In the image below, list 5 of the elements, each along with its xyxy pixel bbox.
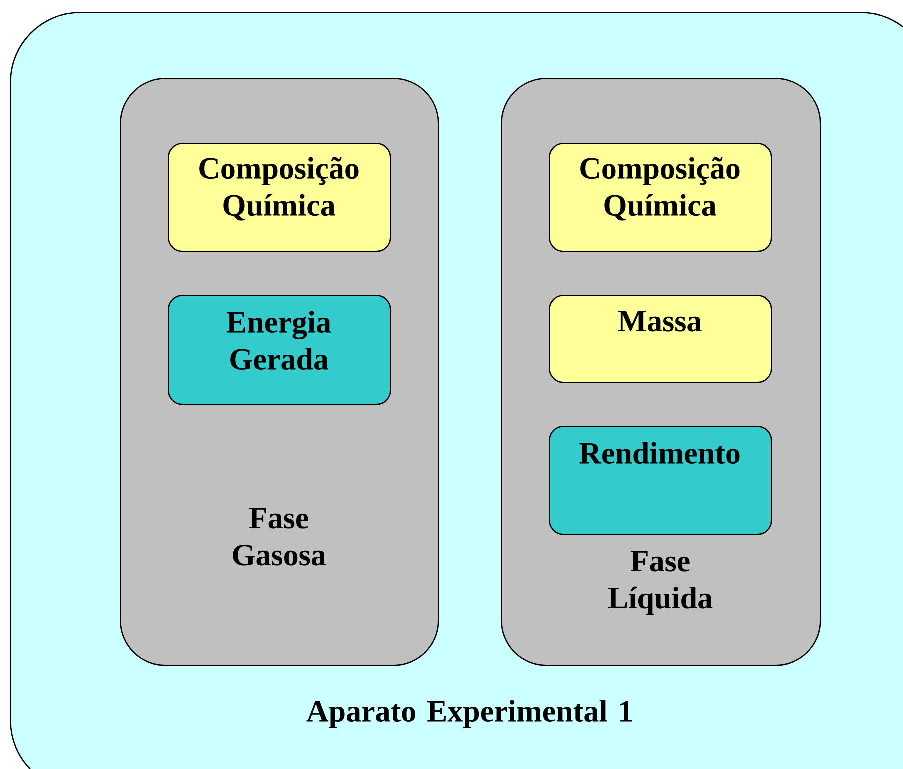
property-box: Massa (549, 295, 772, 384)
property-box: Composição Química (168, 143, 392, 252)
property-box: Rendimento (549, 426, 772, 536)
property-box: Energia Gerada (168, 295, 392, 406)
property-box: Composição Química (549, 143, 772, 252)
